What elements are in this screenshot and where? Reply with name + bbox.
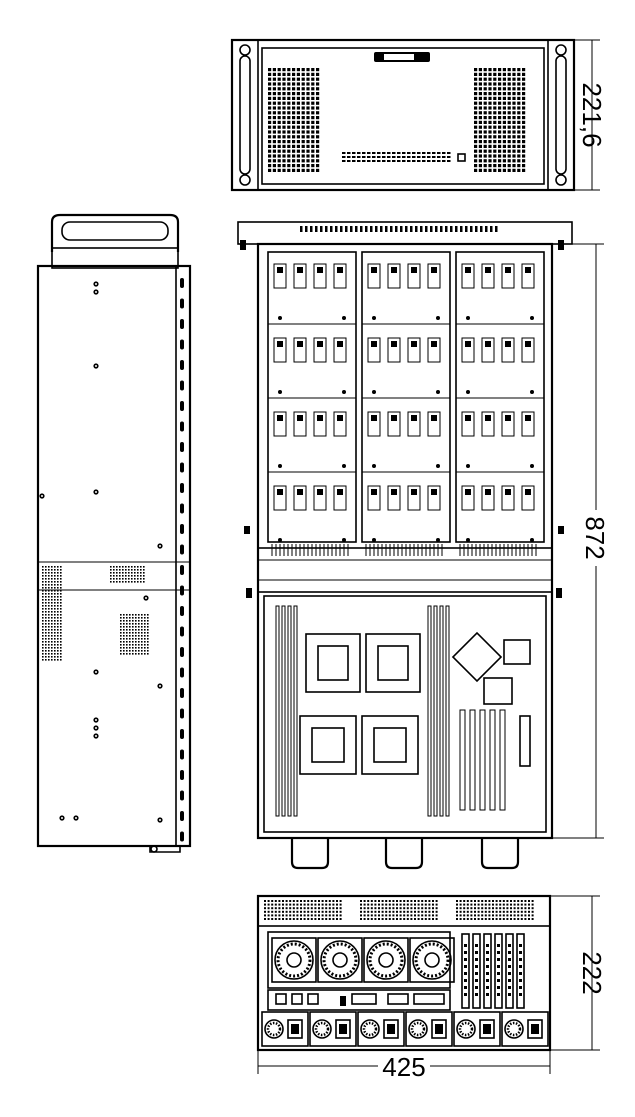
front-height-label: 221,6: [577, 82, 607, 147]
io-ports: [267, 989, 451, 1011]
dimension-rear-width: 425: [257, 1050, 551, 1082]
rear-view: [256, 894, 552, 1052]
dimension-rear-height: 222: [550, 895, 607, 1051]
rear-handles: [290, 838, 520, 870]
drive-cages: [267, 251, 545, 556]
rear-pci-brackets: [461, 933, 525, 1009]
front-view: [230, 38, 576, 192]
front-slots: [342, 152, 451, 162]
side-view: [36, 213, 192, 853]
power-supplies: [261, 1011, 549, 1047]
side-rail-slots: [180, 278, 184, 842]
dimension-top-depth: 872: [520, 243, 610, 839]
pci-slots: [459, 709, 531, 811]
front-vent-left: [268, 68, 320, 172]
cpu-sockets: [299, 633, 421, 775]
rear-height-label: 222: [577, 951, 607, 994]
side-vents: [42, 566, 149, 661]
top-view: [237, 221, 573, 870]
fans: [271, 937, 455, 983]
side-holes: [39, 281, 163, 823]
top-depth-label: 872: [580, 516, 610, 559]
memory-slots: [275, 605, 450, 817]
dimension-front-height: 221,6: [566, 39, 607, 191]
rear-width-label: 425: [382, 1052, 425, 1082]
front-vent-right: [474, 68, 526, 172]
